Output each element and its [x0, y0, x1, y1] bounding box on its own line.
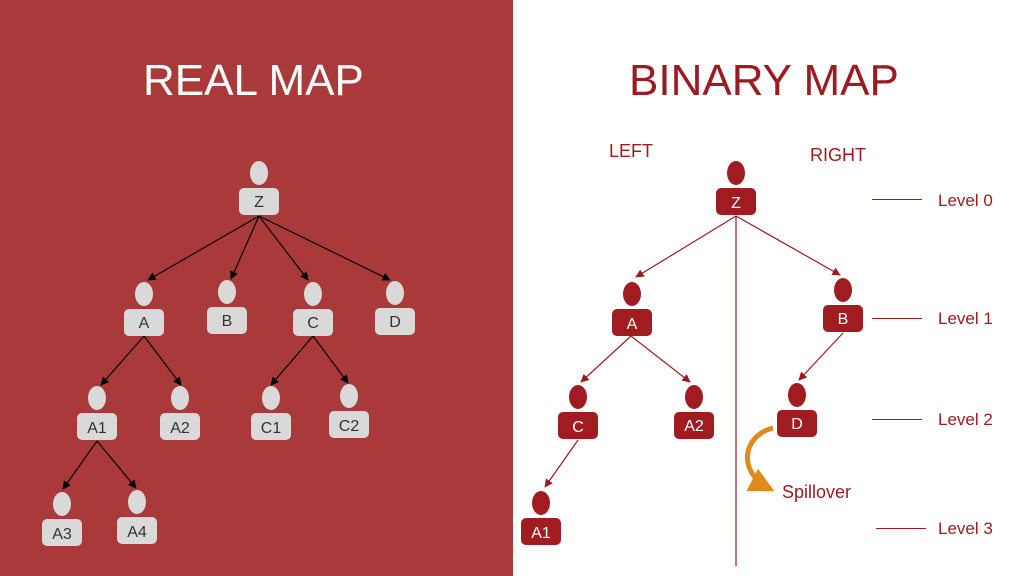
- real-node-b-label: B: [222, 313, 233, 330]
- bin-node-b-label: B: [838, 311, 849, 328]
- real-node-d: D: [375, 281, 415, 335]
- edge-c-c1: [270, 335, 314, 386]
- bin-node-d: D: [777, 383, 817, 437]
- edge-a1-a4: [96, 440, 137, 489]
- real-node-c1: C1: [251, 386, 291, 440]
- bin-node-d-label: D: [791, 416, 803, 433]
- level-0-label: Level 0: [938, 191, 993, 210]
- bin-edge-a-c: [580, 335, 632, 383]
- spillover-arrow: [744, 425, 775, 492]
- real-map-panel: [0, 0, 513, 576]
- bin-node-z: Z: [716, 161, 756, 215]
- real-map-title: REAL MAP: [143, 56, 364, 105]
- real-node-a2-label: A2: [170, 420, 190, 437]
- level-0-line: [872, 199, 922, 200]
- bin-edge-c-a1: [544, 439, 579, 488]
- level-1-line: [872, 318, 922, 319]
- real-node-d-label: D: [389, 314, 401, 331]
- level-1-label: Level 1: [938, 309, 993, 328]
- real-node-a-label: A: [139, 315, 150, 332]
- real-node-c-label: C: [307, 315, 319, 332]
- bin-edge-z-a: [635, 215, 737, 278]
- bin-node-a: A: [612, 282, 652, 336]
- real-node-c1-label: C1: [261, 420, 282, 437]
- level-3-line: [876, 528, 926, 529]
- edge-c-c2: [312, 335, 349, 384]
- bin-node-a1-label: A1: [531, 525, 551, 542]
- real-node-a4: A4: [117, 490, 157, 544]
- edge-z-b: [230, 215, 260, 280]
- bin-node-a1: A1: [521, 491, 561, 545]
- bin-node-a2-label: A2: [684, 418, 704, 435]
- left-side-label: LEFT: [609, 141, 654, 161]
- real-node-a3: A3: [42, 492, 82, 546]
- right-side-label: RIGHT: [810, 145, 866, 165]
- real-node-c: C: [293, 282, 333, 336]
- real-node-a: A: [124, 282, 164, 336]
- edge-a-a2: [143, 335, 182, 386]
- real-node-a1: A1: [77, 386, 117, 440]
- binary-map-title: BINARY MAP: [629, 56, 899, 105]
- real-node-a1-label: A1: [87, 420, 107, 437]
- bin-node-a2: A2: [674, 385, 714, 439]
- bin-edge-b-d: [798, 332, 844, 381]
- real-node-a4-label: A4: [127, 524, 147, 541]
- edge-z-c: [258, 215, 309, 281]
- real-node-c2-label: C2: [339, 418, 360, 435]
- edge-a1-a3: [62, 440, 98, 490]
- bin-edge-a-a2: [630, 335, 691, 383]
- real-node-z-label: Z: [254, 194, 264, 211]
- edge-z-a: [147, 215, 260, 281]
- real-node-a2: A2: [160, 386, 200, 440]
- bin-node-z-label: Z: [731, 195, 741, 212]
- level-2-line: [872, 419, 922, 420]
- level-2-label: Level 2: [938, 410, 993, 429]
- bin-edge-z-b: [735, 215, 841, 276]
- bin-node-b: B: [823, 278, 863, 332]
- real-node-b: B: [207, 280, 247, 334]
- real-node-c2: C2: [329, 384, 369, 438]
- level-3-label: Level 3: [938, 519, 993, 538]
- bin-node-c: C: [558, 385, 598, 439]
- spillover-label: Spillover: [782, 482, 852, 502]
- real-node-z: Z: [239, 161, 279, 215]
- bin-node-a-label: A: [627, 316, 638, 333]
- bin-node-c-label: C: [572, 419, 584, 436]
- edge-a-a1: [100, 335, 145, 386]
- edge-z-d: [258, 215, 391, 281]
- real-node-a3-label: A3: [52, 526, 72, 543]
